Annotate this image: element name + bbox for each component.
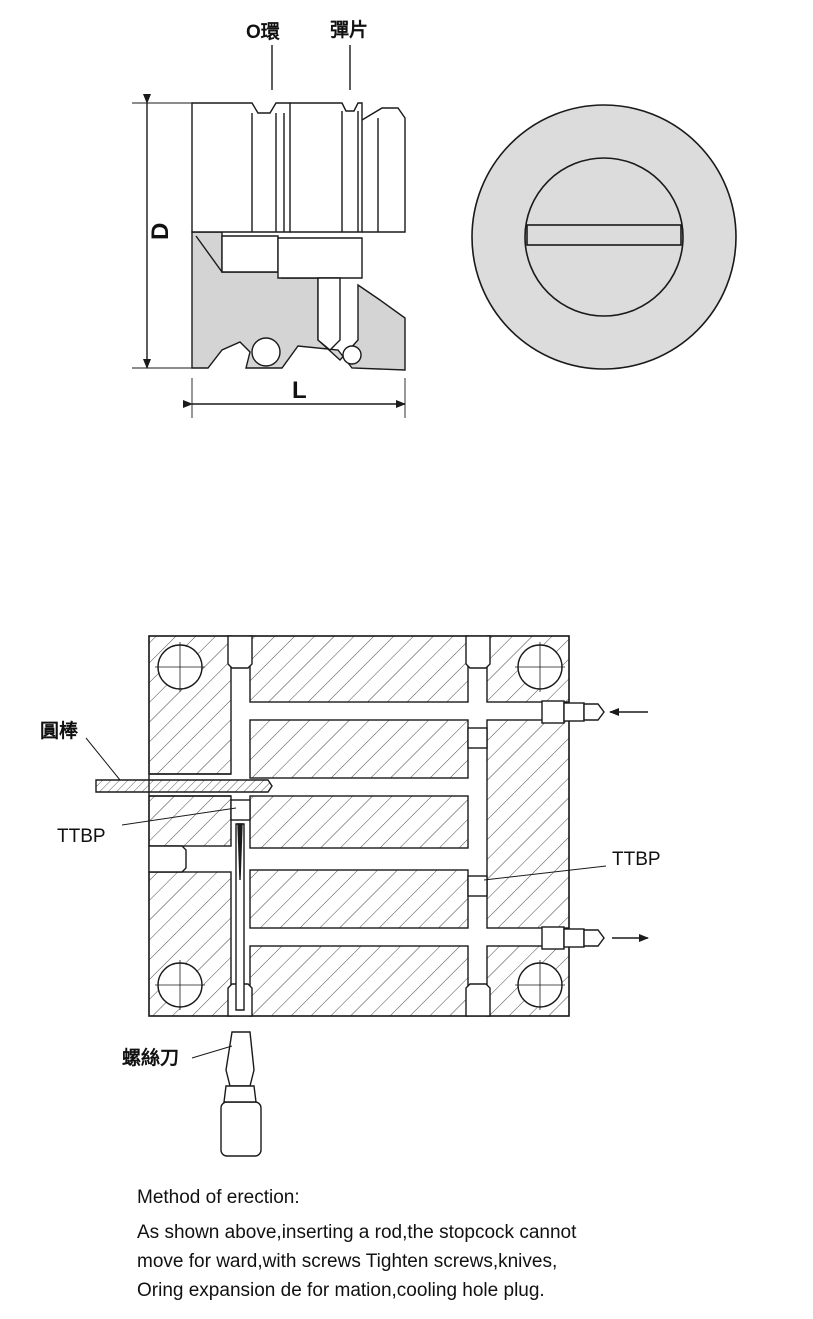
caption-heading: Method of erection:	[137, 1187, 300, 1208]
label-screwdriver: 螺絲刀	[122, 1046, 179, 1069]
plug-front-view	[471, 104, 737, 370]
label-round-rod: 圓棒	[40, 719, 79, 742]
label-spring-plate: 彈片	[330, 18, 368, 41]
erection-method-caption: Method of erection: As shown above,inser…	[137, 1183, 797, 1305]
label-ttbp-right: TTBP	[612, 849, 661, 870]
plug-side-view	[132, 45, 406, 418]
label-ttbp-left: TTBP	[57, 826, 106, 847]
technical-drawing: O環 彈片 D L	[40, 18, 737, 1157]
caption-line-3: Oring expansion de for mation,cooling ho…	[137, 1280, 545, 1301]
label-oring: O環	[246, 21, 281, 43]
caption-line-2: move for ward,with screws Tighten screws…	[137, 1251, 558, 1272]
caption-line-1: As shown above,inserting a rod,the stopc…	[137, 1222, 577, 1243]
mold-plate-section	[85, 635, 649, 1157]
label-dimension-d: D	[147, 223, 174, 240]
label-dimension-l: L	[292, 377, 307, 404]
